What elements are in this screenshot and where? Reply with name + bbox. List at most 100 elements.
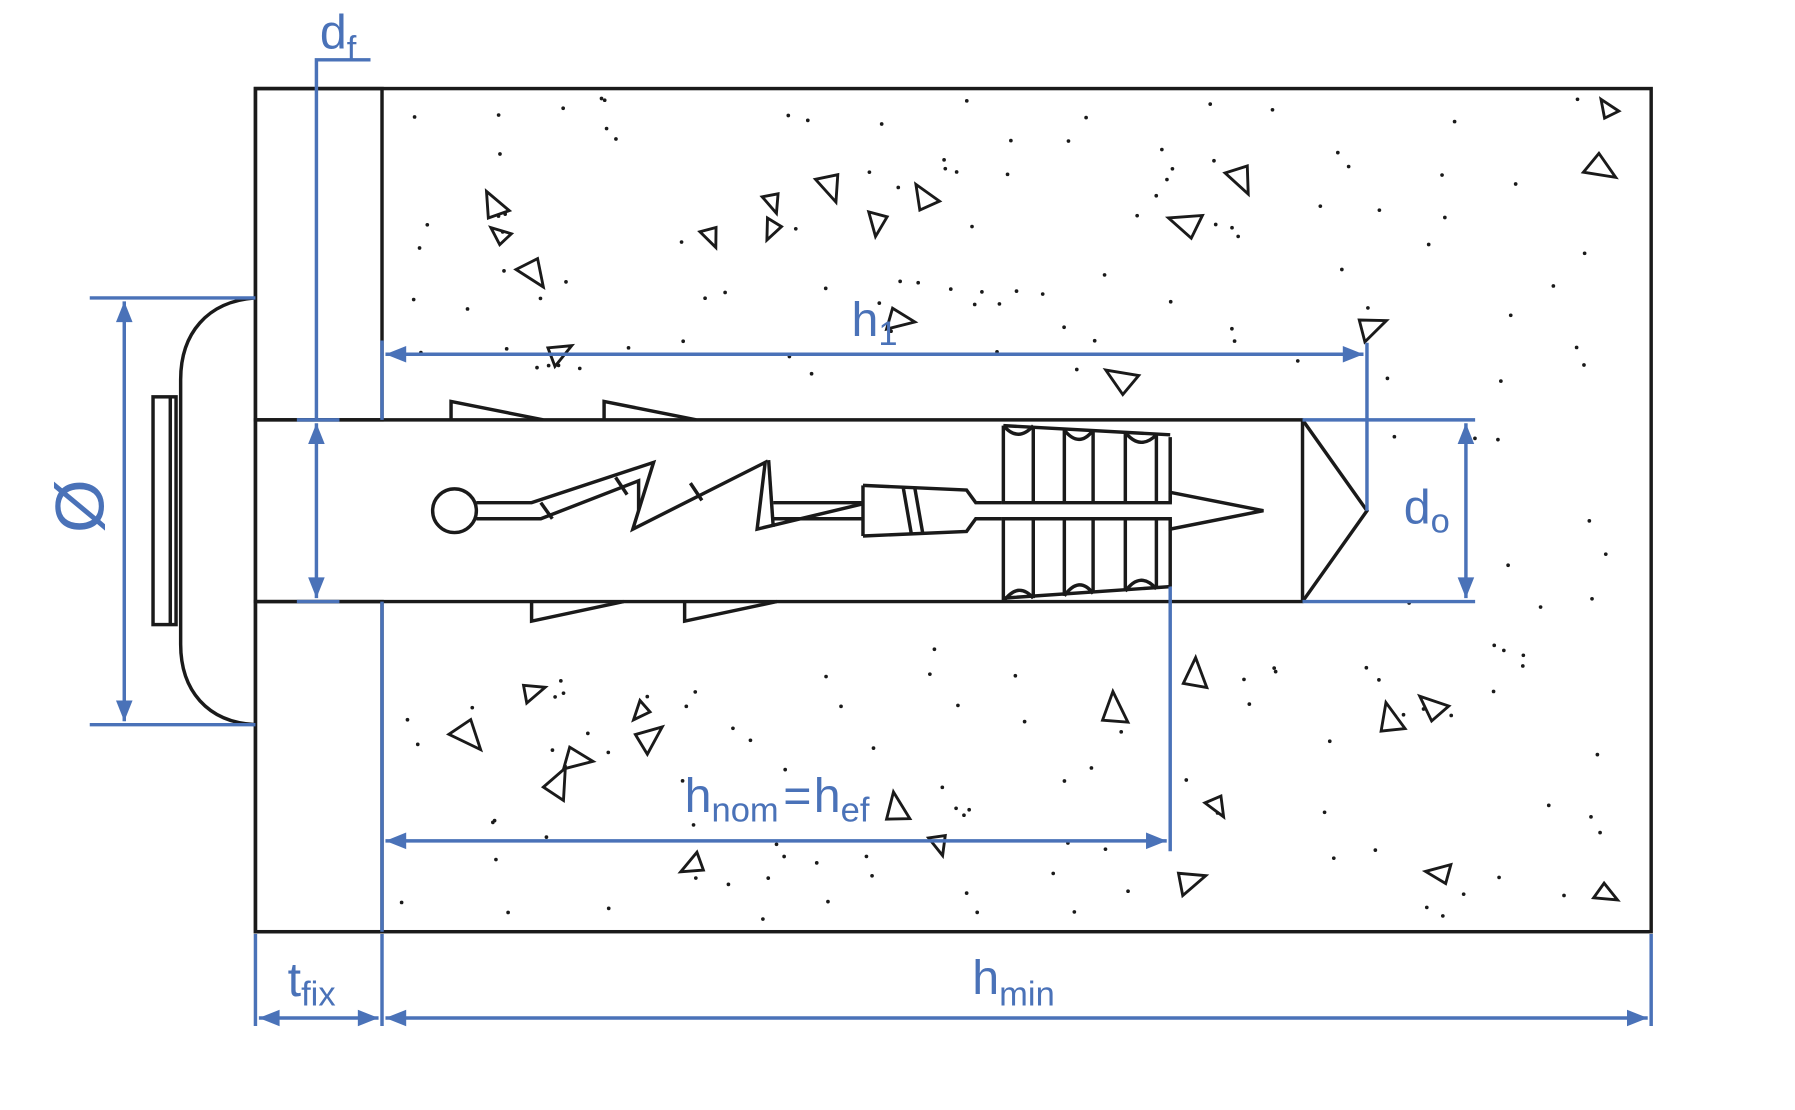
aggregate-dot <box>405 717 410 722</box>
aggregate-dot <box>997 302 1002 306</box>
aggregate-dot <box>1508 313 1513 318</box>
dimension-diameter: Ø <box>42 296 256 727</box>
aggregate-dot <box>626 345 631 350</box>
aggregate-dot <box>1340 267 1344 272</box>
svg-text:df: df <box>320 5 357 67</box>
aggregate-dot <box>1461 892 1466 897</box>
aggregate-dot <box>1102 273 1107 277</box>
aggregate-dot <box>871 746 876 750</box>
aggregate-dot <box>604 126 609 131</box>
aggregate-dot <box>1208 102 1213 106</box>
aggregate-dot <box>898 279 902 284</box>
aggregate-dot <box>538 296 543 301</box>
dimension-hnom-hef: hnom=hef <box>380 586 1172 932</box>
aggregate-dot <box>546 363 551 368</box>
aggregate-dot <box>680 779 685 783</box>
aggregate-dot <box>1236 234 1241 239</box>
aggregate-dot <box>645 694 650 699</box>
aggregate-dot <box>1232 339 1237 343</box>
aggregate-dot <box>809 371 814 376</box>
aggregate-dot <box>1335 150 1340 155</box>
aggregate-dot <box>550 748 555 752</box>
aggregate-dot <box>1212 158 1216 163</box>
anchor-head <box>151 296 256 727</box>
aggregate-dot <box>1598 830 1602 835</box>
aggregate-dot <box>1506 563 1510 568</box>
aggregate-dot <box>506 910 510 915</box>
aggregate-dot <box>1366 306 1370 310</box>
aggregate-dot <box>731 726 735 731</box>
aggregate-dot <box>1005 172 1010 177</box>
aggregate-dot <box>679 240 684 244</box>
aggregate-dot <box>761 917 765 921</box>
aggregate-dot <box>1473 436 1477 441</box>
aggregate-dot <box>867 170 872 175</box>
aggregate-stone <box>1222 164 1250 198</box>
aggregate-dot <box>962 813 966 818</box>
aggregate-dot <box>1497 875 1501 880</box>
aggregate-dot <box>1040 292 1045 296</box>
aggregate-dot <box>1521 653 1526 658</box>
aggregate-dot <box>561 106 565 111</box>
aggregate-stone <box>540 764 567 804</box>
aggregate-dot <box>1331 856 1336 860</box>
aggregate-dot <box>943 166 948 171</box>
aggregate-dot <box>1230 225 1234 230</box>
h1-label: h <box>851 293 878 347</box>
aggregate-dot <box>1066 139 1071 143</box>
aggregate-dot <box>793 226 798 231</box>
aggregate-dot <box>864 854 869 859</box>
aggregate-dot <box>1538 605 1543 609</box>
aggregate-dot <box>559 678 563 683</box>
aggregate-dot <box>1242 677 1246 682</box>
aggregate-dot <box>942 157 946 162</box>
aggregate-dot <box>1072 910 1077 914</box>
aggregate-dot <box>1184 778 1189 782</box>
aggregate-stone <box>697 225 718 251</box>
aggregate-dot <box>1074 367 1079 372</box>
aggregate-dot <box>599 96 604 101</box>
aggregate-stone <box>513 256 546 291</box>
aggregate-dot <box>693 690 698 694</box>
aggregate-dot <box>703 296 707 301</box>
svg-text:tfix: tfix <box>288 953 336 1013</box>
aggregate-dot <box>1062 325 1066 330</box>
aggregate-stone <box>925 833 947 860</box>
dimension-h1: h1 <box>380 293 1369 511</box>
aggregate-dot <box>1513 182 1518 186</box>
aggregate-dot <box>606 750 611 755</box>
aggregate-dot <box>1499 379 1503 383</box>
aggregate-dot <box>879 122 884 126</box>
aggregate-dot <box>956 703 960 708</box>
aggregate-dot <box>496 113 501 117</box>
aggregate-dot <box>826 899 830 904</box>
aggregate-dot <box>1270 107 1275 112</box>
aggregate-dot <box>1520 664 1525 668</box>
aggregate-dot <box>1062 779 1067 783</box>
aggregate-dot <box>691 823 696 827</box>
aggregate-dot <box>1582 363 1586 367</box>
aggregate-dot <box>954 806 958 811</box>
aggregate-dot <box>399 900 404 905</box>
aggregate-dot <box>823 286 828 291</box>
aggregate-stone <box>1357 318 1390 345</box>
aggregate-stone <box>1417 693 1452 724</box>
svg-text:hnom=hef: hnom=hef <box>685 769 870 829</box>
aggregate-dot <box>1165 177 1169 182</box>
aggregate-dot <box>1377 208 1382 212</box>
aggregate-dot <box>1322 810 1327 815</box>
aggregate-dot <box>1502 648 1506 653</box>
aggregate-stone <box>677 849 706 874</box>
aggregate-dot <box>417 246 422 250</box>
aggregate-dot <box>1346 164 1351 169</box>
aggregate-dot <box>602 98 607 103</box>
aggregate-dot <box>465 307 470 311</box>
aggregate-dot <box>1496 437 1500 442</box>
aggregate-dot <box>1590 596 1594 601</box>
aggregate-dot <box>964 98 969 103</box>
d0-subscript: o <box>1431 503 1450 541</box>
aggregate-dot <box>1160 147 1164 152</box>
aggregate-dot <box>896 185 901 190</box>
dimension-tfix: tfix <box>253 934 384 1027</box>
aggregate-dot <box>1443 215 1447 220</box>
